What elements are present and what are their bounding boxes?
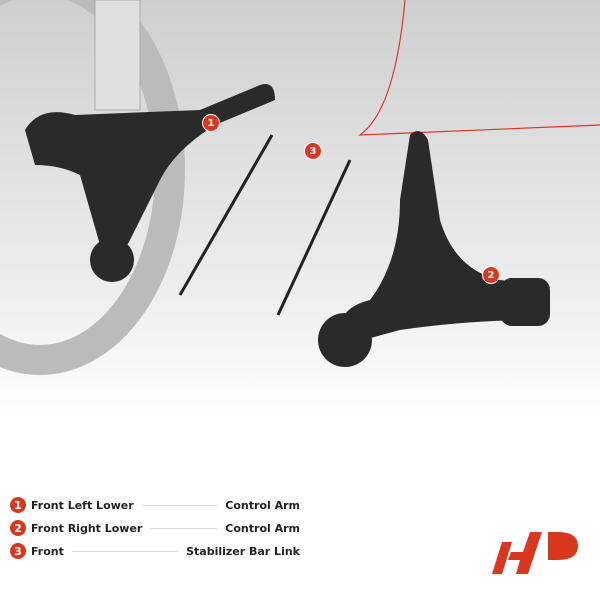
- stabilizer-links: [178, 134, 352, 316]
- marker-2: 2: [482, 266, 500, 284]
- legend-part: Control Arm: [225, 521, 300, 535]
- divider-line: [150, 527, 218, 529]
- number-badge: 3: [10, 543, 26, 559]
- marker-3: 3: [304, 142, 322, 160]
- legend-position: Front: [31, 544, 64, 558]
- legend-item: 3 Front Stabilizer Bar Link: [10, 542, 300, 560]
- product-photo: [0, 0, 600, 420]
- legend-position: Front Right Lower: [31, 521, 143, 535]
- number-badge: 2: [10, 520, 26, 536]
- legend-position: Front Left Lower: [31, 498, 134, 512]
- tire-shape: [0, 0, 185, 375]
- divider-line: [71, 550, 179, 552]
- a-premium-logo-icon: [492, 532, 578, 574]
- legend-part: Stabilizer Bar Link: [186, 544, 300, 558]
- legend-part: Control Arm: [225, 498, 300, 512]
- marker-1: 1: [202, 114, 220, 132]
- legend-item: 2 Front Right Lower Control Arm: [10, 519, 300, 537]
- legend-item: 1 Front Left Lower Control Arm: [10, 496, 300, 514]
- strut-shape: [94, 0, 141, 111]
- divider-line: [141, 504, 218, 506]
- number-badge: 1: [10, 497, 26, 513]
- accent-curve: [358, 0, 600, 136]
- right-control-arm: [318, 131, 550, 367]
